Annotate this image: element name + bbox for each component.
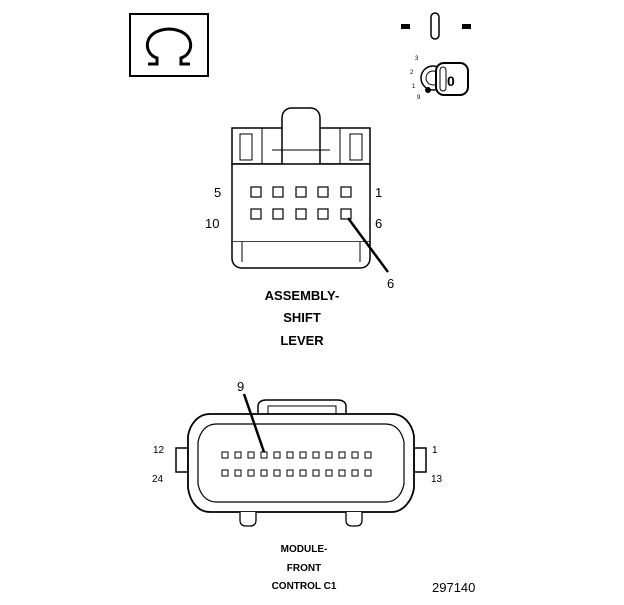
module-pins — [221, 451, 372, 477]
shift-lever-caption-line2: SHIFT — [283, 310, 321, 325]
module-caption-line3: CONTROL C1 — [272, 581, 337, 592]
callout-arrow-6 — [346, 217, 390, 273]
callout-label-6: 6 — [387, 276, 394, 291]
key-position-2: 2 — [410, 70, 414, 76]
pin-label-10: 10 — [205, 216, 219, 231]
shift-lever-caption-line3: LEVER — [280, 333, 324, 348]
pin-label-13: 13 — [431, 474, 443, 485]
pin-label-6: 6 — [375, 216, 382, 231]
shift-lever-caption-line1: ASSEMBLY- — [265, 288, 340, 303]
figure-number: 297140 — [432, 580, 475, 595]
pin-label-1: 1 — [375, 185, 382, 200]
module-caption-line1: MODULE- — [281, 544, 328, 555]
shift-lever-connector: 5 1 10 6 6 ASSEMBLY- SHIFT LEVER — [205, 107, 394, 348]
front-control-module-connector: 12 1 24 13 9 MODULE- FRONT CONTROL C1 — [152, 379, 443, 592]
ignition-key-icon: 3 2 1 9 0 — [401, 12, 471, 101]
key-position-3: 3 — [415, 56, 419, 62]
pin-label-24: 24 — [152, 474, 164, 485]
pin-label-12: 12 — [153, 445, 165, 456]
callout-label-9: 9 — [237, 379, 244, 394]
pin-label-5: 5 — [214, 185, 221, 200]
key-label: 0 — [447, 73, 455, 89]
module-caption-line2: FRONT — [287, 563, 321, 574]
shift-lever-pins — [250, 186, 352, 220]
pin-label-1-module: 1 — [432, 445, 438, 456]
key-position-1: 1 — [412, 84, 416, 90]
ohmmeter-icon: Ω — [129, 13, 209, 77]
key-position-9: 9 — [417, 95, 421, 101]
callout-arrow-9 — [242, 393, 266, 453]
